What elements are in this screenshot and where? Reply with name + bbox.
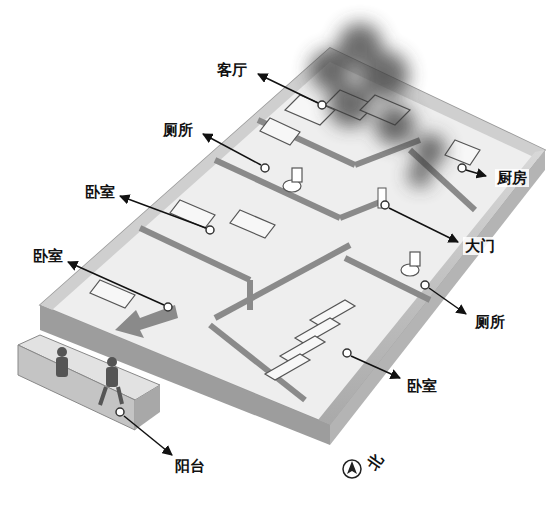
compass <box>343 460 361 478</box>
wall <box>318 150 545 425</box>
toilets <box>283 168 420 276</box>
room-label: 卧室 <box>405 377 439 396</box>
interior-walls <box>140 120 475 400</box>
room-label: 客厅 <box>215 61 249 80</box>
compass-needle <box>347 461 357 474</box>
floor <box>40 48 545 425</box>
room-label: 阳台 <box>173 457 207 476</box>
balcony-railing <box>135 385 160 430</box>
room-label: 卧室 <box>31 247 65 266</box>
room-label: 厕所 <box>473 313 507 332</box>
compass-label: 北 <box>362 449 388 475</box>
wall <box>40 48 330 310</box>
room-label: 大门 <box>463 237 497 256</box>
room-label: 卧室 <box>83 183 117 202</box>
bunk-beds <box>90 90 480 380</box>
wall <box>330 150 545 445</box>
smoke <box>310 23 446 187</box>
people <box>56 347 122 405</box>
location-dots <box>116 101 466 416</box>
room-label: 厨房 <box>495 169 529 188</box>
room-label: 厕所 <box>161 121 195 140</box>
leader-lines <box>124 170 486 455</box>
leader-lines <box>68 74 318 305</box>
balcony-railing <box>18 345 135 430</box>
